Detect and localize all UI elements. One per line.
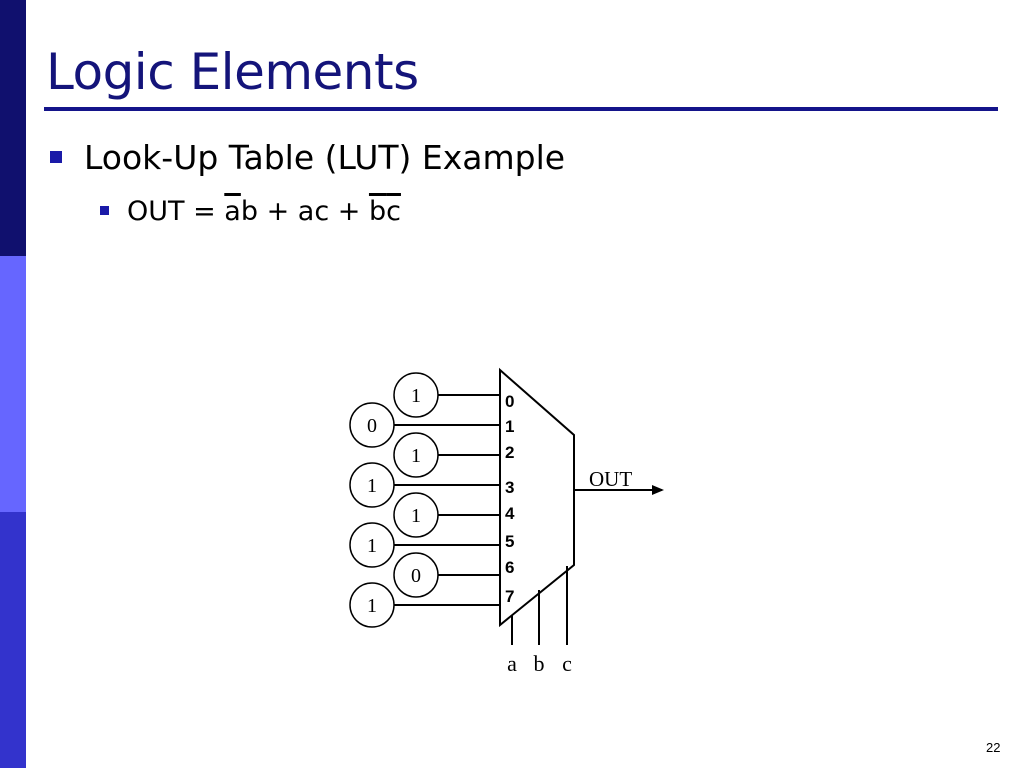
mux-input-index: 5 (505, 532, 514, 551)
page-number: 22 (986, 740, 1001, 755)
bullet-level2: OUT = ab + ac + bc (100, 195, 401, 229)
equation-b-bar: b (368, 196, 387, 227)
lut-inputs: 1 0 1 1 1 1 0 1 (349, 372, 500, 628)
equation-c-bar: c (386, 196, 401, 227)
square-bullet-icon (100, 205, 109, 215)
output-label: OUT (589, 467, 632, 491)
square-bullet-icon (50, 151, 62, 163)
input-value-circle (393, 552, 439, 598)
mux-body (499, 367, 575, 628)
input-value: 1 (367, 535, 377, 557)
input-value: 1 (411, 385, 421, 407)
input-value-circle (349, 582, 395, 628)
select-label: b (534, 651, 545, 676)
input-value: 1 (367, 475, 377, 497)
input-value-circle (349, 462, 395, 508)
select-label: c (562, 651, 572, 676)
input-value-circle (393, 492, 439, 538)
input-value-circle (393, 432, 439, 478)
accent-bar-bottom (0, 512, 26, 768)
left-accent-bar (0, 0, 26, 768)
input-value-circle (349, 402, 395, 448)
equation-middle: b + ac + (240, 196, 369, 227)
mux-input-index: 2 (505, 443, 514, 462)
accent-bar-middle (0, 256, 26, 512)
slide-title: Logic Elements (46, 43, 419, 101)
mux-input-index: 6 (505, 558, 514, 577)
input-value-circle (349, 522, 395, 568)
mux-input-index: 7 (505, 587, 514, 606)
accent-bar-top (0, 0, 26, 256)
input-value: 1 (411, 445, 421, 467)
equation-a-bar: a (224, 196, 241, 227)
input-value-circle (393, 372, 439, 418)
mux-input-index: 4 (505, 504, 515, 523)
select-label: a (507, 651, 517, 676)
out-equation: OUT = ab + ac + bc (127, 195, 401, 229)
mux-input-index: 3 (505, 478, 514, 497)
mux-input-index: 0 (505, 392, 514, 411)
input-value: 0 (411, 565, 421, 587)
bullet-level1-text: Look-Up Table (LUT) Example (84, 138, 566, 177)
input-value: 1 (411, 505, 421, 527)
input-value: 1 (367, 595, 377, 617)
mux-input-indices: 0 1 2 3 4 5 6 7 (505, 392, 515, 606)
input-value: 0 (367, 415, 377, 437)
title-underline (44, 107, 998, 111)
mux-input-index: 1 (505, 417, 514, 436)
equation-prefix: OUT = (127, 196, 225, 227)
bullet-level1: Look-Up Table (LUT) Example (50, 138, 565, 178)
